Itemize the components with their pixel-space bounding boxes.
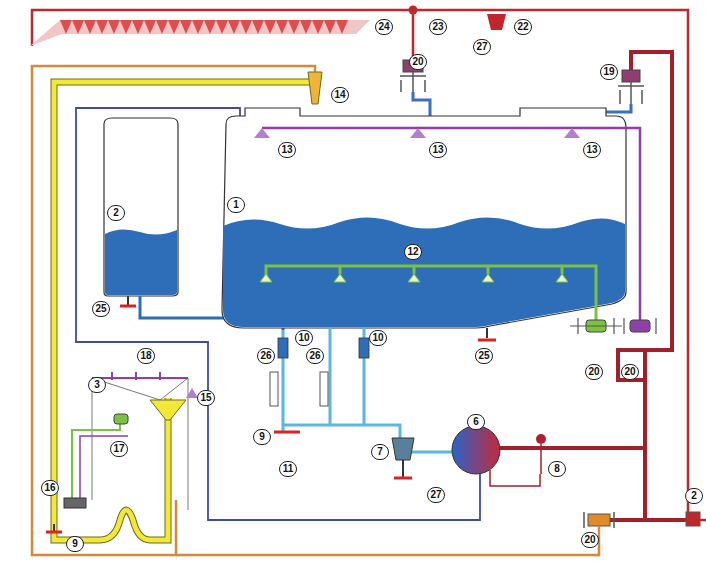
callout-number: 7 bbox=[371, 444, 389, 460]
callout-number: 25 bbox=[92, 301, 110, 317]
red-pipe bbox=[32, 10, 706, 520]
callout-number: 2 bbox=[685, 488, 703, 504]
callout-number: 3 bbox=[88, 377, 106, 393]
aeration-header bbox=[266, 266, 596, 325]
callout-number: 16 bbox=[41, 480, 59, 496]
callout-number: 10 bbox=[369, 330, 387, 346]
valve-actuator bbox=[622, 70, 640, 82]
valve bbox=[588, 514, 610, 526]
callout-number: 23 bbox=[429, 19, 447, 35]
sprinkler-bar bbox=[30, 20, 370, 46]
funnel bbox=[150, 400, 186, 420]
callout-number: 20 bbox=[621, 364, 639, 380]
callout-number: 18 bbox=[137, 348, 155, 364]
pump bbox=[392, 438, 414, 460]
callout-number: 13 bbox=[583, 142, 601, 158]
callout-number: 13 bbox=[278, 142, 296, 158]
tank-2 bbox=[104, 118, 178, 296]
callout-number: 14 bbox=[331, 87, 349, 103]
outlet-pipe bbox=[283, 328, 400, 440]
callout-number: 20 bbox=[581, 532, 599, 548]
sprinklers bbox=[60, 20, 348, 34]
callout-number: 2 bbox=[107, 205, 125, 221]
callout-number: 9 bbox=[253, 429, 271, 445]
callout-number: 6 bbox=[467, 414, 485, 430]
callout-number: 1 bbox=[227, 197, 245, 213]
callout-number: 13 bbox=[429, 142, 447, 158]
tank-1 bbox=[222, 108, 626, 328]
callout-number: 22 bbox=[514, 19, 532, 35]
valve-actuators-26 bbox=[270, 372, 328, 406]
callout-number: 8 bbox=[548, 461, 566, 477]
water bbox=[223, 217, 625, 327]
callout-number: 17 bbox=[110, 441, 128, 457]
heat-exchanger bbox=[452, 426, 500, 474]
filter bbox=[278, 338, 288, 358]
callout-number: 20 bbox=[409, 54, 427, 70]
bucket bbox=[487, 14, 506, 30]
valve bbox=[630, 320, 650, 332]
callout-number: 9 bbox=[66, 536, 84, 552]
spray-line bbox=[262, 128, 640, 325]
inlet-nozzle bbox=[308, 72, 322, 104]
callout-number: 27 bbox=[473, 39, 491, 55]
callout-number: 15 bbox=[197, 390, 215, 406]
callout-number: 24 bbox=[375, 19, 393, 35]
callout-number: 26 bbox=[257, 348, 275, 364]
callout-number: 25 bbox=[475, 348, 493, 364]
callout-number: 11 bbox=[279, 461, 297, 477]
callout-number: 10 bbox=[295, 330, 313, 346]
callout-number: 12 bbox=[404, 244, 422, 260]
filter bbox=[359, 338, 369, 358]
valve bbox=[64, 498, 86, 508]
callout-number: 27 bbox=[427, 487, 445, 503]
spray-heads bbox=[254, 128, 580, 138]
callout-number: 19 bbox=[600, 64, 618, 80]
callout-number: 20 bbox=[585, 364, 603, 380]
callout-number: 26 bbox=[306, 348, 324, 364]
